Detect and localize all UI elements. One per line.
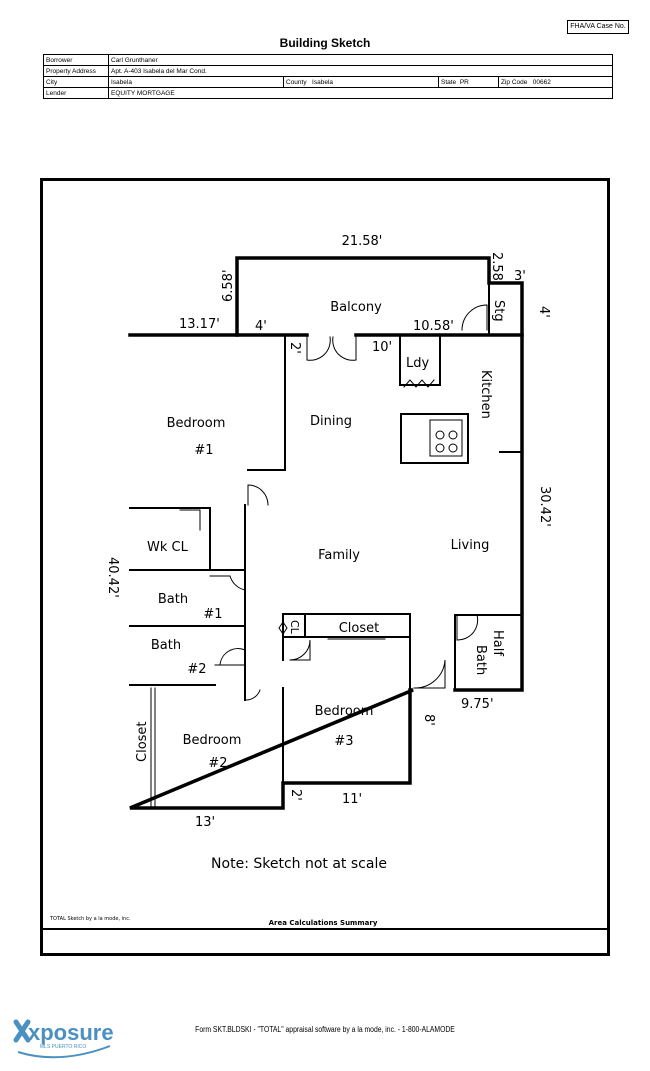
dim-half-bath: 9.75' xyxy=(461,697,494,712)
county-label: County xyxy=(286,78,307,86)
address-row: Property Address Apt. A-403 Isabela del … xyxy=(43,65,613,77)
lender-value: EQUITY MORTGAGE xyxy=(108,87,613,99)
dim-right: 30.42' xyxy=(537,486,552,527)
bedroom2-closet-door xyxy=(150,687,156,807)
property-info-table: Borrower Carl Grunthaner Property Addres… xyxy=(43,54,613,99)
dim-storage-top: 2.58' xyxy=(489,252,504,285)
stove-icon xyxy=(429,419,463,457)
lender-row: Lender EQUITY MORTGAGE xyxy=(43,87,613,99)
zip-value: 00662 xyxy=(532,78,551,86)
dim-bedroom3-bottom: 11' xyxy=(342,792,362,807)
page-title: Building Sketch xyxy=(279,36,371,50)
state-label: State xyxy=(441,78,457,86)
room-half-bath: Bath xyxy=(473,645,488,675)
dim-left: 40.42' xyxy=(105,557,120,598)
lender-label: Lender xyxy=(43,87,109,99)
state-value: PR xyxy=(459,78,469,86)
case-number-label: FHA/VA Case No. xyxy=(570,23,626,30)
sketch-frame xyxy=(40,178,610,956)
dim-balcony-step: 4' xyxy=(255,319,267,334)
dim-bedroom1-top: 13.17' xyxy=(179,317,220,332)
room-family: Family xyxy=(318,548,360,563)
dim-top: 21.58' xyxy=(342,234,383,249)
door-swing xyxy=(179,304,488,701)
dim-bedroom2-bottom: 13' xyxy=(195,815,215,830)
dim-balcony-left: 6.58' xyxy=(221,269,236,302)
software-note: TOTAL Sketch by a la mode, inc. xyxy=(49,916,131,922)
city-row: City Isabela County Isabela State PR Zip… xyxy=(43,76,613,88)
room-dining: Dining xyxy=(310,414,352,429)
room-cl: CL xyxy=(288,620,301,635)
logo-wave xyxy=(17,1045,111,1059)
room-closet2: Closet xyxy=(135,721,150,762)
half-bath-wall xyxy=(454,614,523,691)
cl-marker xyxy=(278,621,288,635)
dim-door-2: 2' xyxy=(287,342,302,354)
footer-form: Form SKT.BLDSKI - "TOTAL" appraisal soft… xyxy=(195,1025,455,1034)
room-half: Half xyxy=(490,630,505,656)
area-summary: Area Calculations Summary xyxy=(269,919,378,927)
room-bedroom1: Bedroom xyxy=(167,416,226,431)
zip-label: Zip Code xyxy=(501,78,528,86)
room-bedroom2-num: #2 xyxy=(208,756,227,771)
xposure-logo: xposure MLS PUERTO RICO xyxy=(13,1019,114,1059)
room-bedroom1-num: #1 xyxy=(194,443,213,458)
scale-note: Note: Sketch not at scale xyxy=(211,856,387,872)
dim-bedroom3-step: 2' xyxy=(288,789,303,801)
room-living: Living xyxy=(451,538,490,553)
summary-divider xyxy=(40,928,610,930)
bedroom2-wall xyxy=(244,684,284,784)
room-bath2: Bath xyxy=(151,638,181,653)
dim-bedroom3-right: 8' xyxy=(421,714,436,726)
room-bedroom2: Bedroom xyxy=(183,733,242,748)
logo-sub: MLS PUERTO RICO xyxy=(40,1044,86,1050)
case-number-box: FHA/VA Case No. xyxy=(567,20,629,34)
room-balcony: Balcony xyxy=(330,300,382,315)
county-value: Isabela xyxy=(312,78,333,86)
bedroom1-wall xyxy=(247,334,286,471)
logo-x-mark xyxy=(13,1019,31,1043)
room-wkcl: Wk CL xyxy=(147,540,189,555)
dim-door-10: 10' xyxy=(372,340,392,355)
laundry-wall xyxy=(399,334,441,386)
closet-wall xyxy=(282,613,411,661)
room-closet: Closet xyxy=(339,621,380,636)
room-bedroom3-num: #3 xyxy=(334,734,353,749)
room-bath2-num: #2 xyxy=(187,662,206,677)
room-bath1: Bath xyxy=(158,592,188,607)
room-storage: Stg xyxy=(491,300,506,322)
kitchen-island xyxy=(400,413,469,464)
dim-storage-width: 3' xyxy=(514,269,526,284)
exterior-wall xyxy=(128,256,524,810)
room-laundry: Ldy xyxy=(406,356,429,371)
dim-storage-right: 4' xyxy=(536,306,551,318)
room-kitchen: Kitchen xyxy=(478,370,493,419)
hall-wall xyxy=(129,504,246,691)
laundry-bifold xyxy=(403,379,435,388)
dim-balcony-bottom: 10.58' xyxy=(413,319,454,334)
room-bedroom3: Bedroom xyxy=(315,704,374,719)
room-bath1-num: #1 xyxy=(203,607,222,622)
logo-main: xposure xyxy=(28,1020,114,1045)
